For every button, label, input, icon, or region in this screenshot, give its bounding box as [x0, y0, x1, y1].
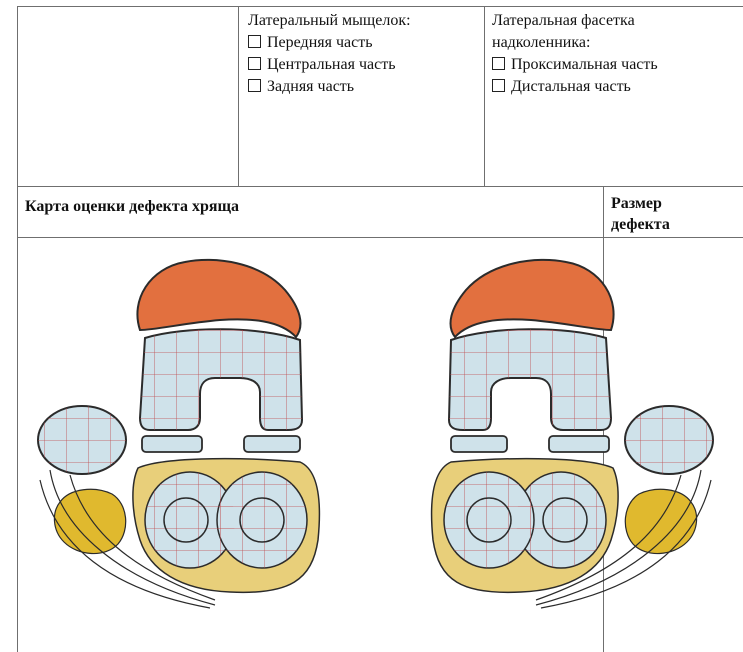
condyle-strip-left — [142, 436, 202, 452]
lateral-grid — [444, 472, 534, 568]
patella-shape — [451, 260, 614, 337]
patella-side-grid — [38, 406, 126, 474]
fat-pad — [625, 489, 696, 553]
femoral-grid — [140, 329, 302, 430]
lateral-grid — [217, 472, 307, 568]
patella-side-grid — [625, 406, 713, 474]
patella-shape — [137, 260, 300, 337]
fat-pad — [54, 489, 125, 553]
condyle-strip-left — [549, 436, 609, 452]
left-knee-diagram — [38, 260, 319, 608]
condyle-strip-right — [244, 436, 300, 452]
femoral-grid — [449, 329, 611, 430]
right-knee-diagram — [432, 260, 713, 608]
condyle-strip-right — [451, 436, 507, 452]
